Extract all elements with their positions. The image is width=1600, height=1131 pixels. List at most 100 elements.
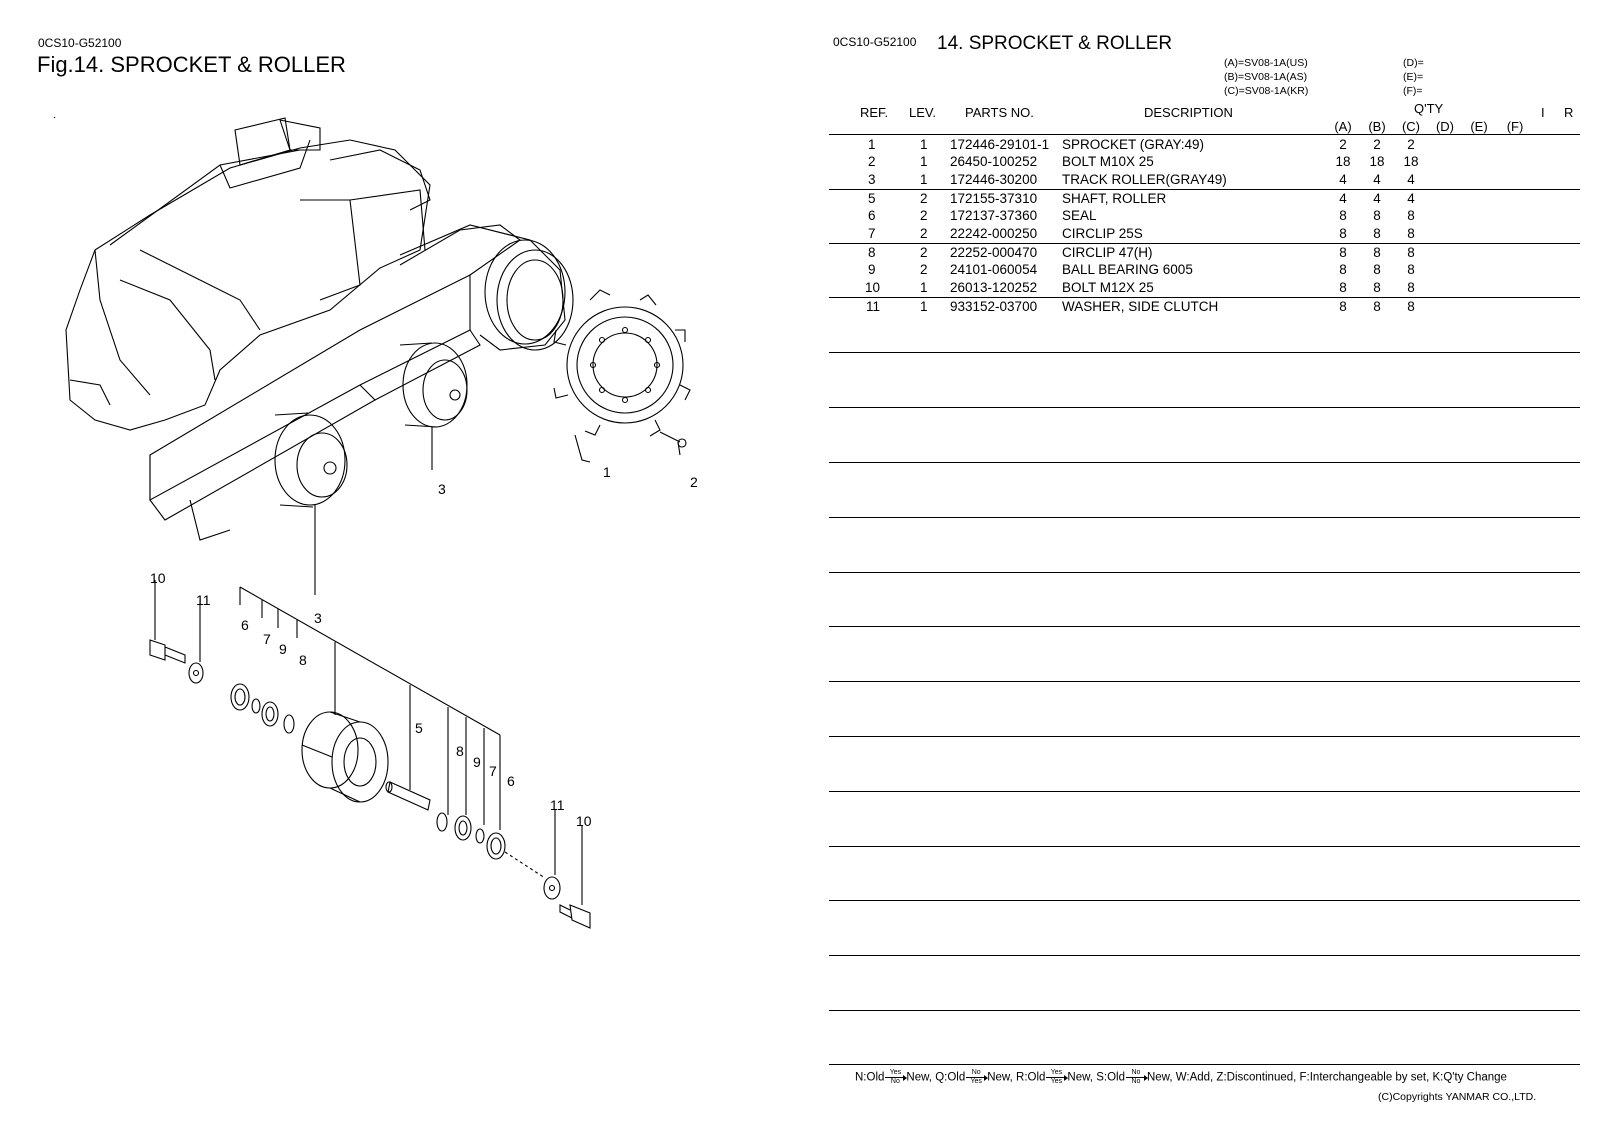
- cell-lev: 1: [920, 280, 928, 295]
- cell-description: SPROCKET (GRAY:49): [1062, 137, 1205, 152]
- track-roller-upper: [399, 342, 468, 428]
- section-title: 14. SPROCKET & ROLLER: [937, 33, 1173, 54]
- cell-qty-b: 2: [1373, 137, 1381, 152]
- header-qty-f: (F): [1506, 119, 1524, 134]
- cell-qty-b: 8: [1373, 280, 1381, 295]
- callout-3b: 3: [314, 610, 322, 626]
- cell-qty-c: 4: [1407, 191, 1415, 206]
- cell-ref: 1: [868, 137, 876, 152]
- cell-part-no: 172137-37360: [950, 208, 1038, 223]
- cell-qty-a: 8: [1339, 262, 1347, 277]
- cell-lev: 2: [920, 191, 928, 206]
- exploded-shaft: [385, 781, 431, 811]
- cell-description: CIRCLIP 47(H): [1062, 245, 1153, 260]
- cell-qty-c: 8: [1407, 280, 1415, 295]
- leaders-10-11-right: [554, 810, 583, 905]
- exploded-bolt-left: [149, 639, 186, 664]
- header-qty-e: (E): [1470, 119, 1488, 134]
- cell-description: BOLT M12X 25: [1062, 280, 1154, 295]
- cell-qty-a: 8: [1339, 280, 1347, 295]
- cell-qty-c: 8: [1407, 245, 1415, 260]
- cell-qty-b: 8: [1373, 299, 1381, 314]
- cell-qty-c: 4: [1407, 172, 1415, 187]
- blank-rule: [829, 1010, 1580, 1011]
- leader-2: [677, 441, 681, 456]
- cell-qty-a: 8: [1339, 226, 1347, 241]
- cell-qty-a: 4: [1339, 172, 1347, 187]
- model-c: (C)=SV08-1A(KR): [1224, 85, 1309, 97]
- exploded-bearing-left: [261, 701, 279, 727]
- callout-11a: 11: [196, 592, 211, 608]
- cell-ref: 10: [865, 280, 881, 295]
- blank-rule: [829, 626, 1580, 627]
- track-roller-lower: [274, 412, 348, 508]
- cell-lev: 2: [920, 245, 928, 260]
- model-f: (F)=: [1403, 85, 1423, 97]
- cell-part-no: 22252-000470: [950, 245, 1038, 260]
- cell-description: WASHER, SIDE CLUTCH: [1062, 299, 1219, 314]
- blank-rule: [829, 736, 1580, 737]
- cell-part-no: 22242-000250: [950, 226, 1038, 241]
- cell-lev: 1: [920, 172, 928, 187]
- callout-3a: 3: [438, 481, 446, 497]
- header-qty: Q'TY: [1414, 101, 1444, 116]
- exploded-bearing-right: [454, 815, 472, 841]
- cell-qty-b: 4: [1373, 191, 1381, 206]
- callout-7a: 7: [263, 631, 271, 647]
- cell-ref: 8: [868, 245, 876, 260]
- exploded-seal-right: [486, 832, 506, 860]
- callout-6b: 6: [507, 773, 515, 789]
- cell-lev: 2: [920, 262, 928, 277]
- right-page-code: 0CS10-G52100: [833, 35, 917, 49]
- group-rule: [829, 189, 1580, 190]
- sprocket-bolt: [659, 431, 687, 448]
- cell-qty-a: 8: [1339, 299, 1347, 314]
- exploded-parts-diagram: [53, 116, 691, 929]
- cell-part-no: 26013-120252: [950, 280, 1038, 295]
- header-qty-b: (B): [1368, 119, 1386, 134]
- callout-7b: 7: [489, 763, 497, 779]
- left-page-code: 0CS10-G52100: [38, 36, 122, 50]
- blank-rule: [829, 846, 1580, 847]
- blank-rule: [829, 407, 1580, 408]
- exploded-washer-right: [543, 876, 561, 900]
- copyright: (C)Copyrights YANMAR CO.,LTD.: [1378, 1091, 1537, 1103]
- callout-10b: 10: [576, 813, 592, 829]
- cell-qty-b: 8: [1373, 262, 1381, 277]
- cell-qty-c: 8: [1407, 299, 1415, 314]
- cell-description: BALL BEARING 6005: [1062, 262, 1193, 277]
- drive-motor: [399, 224, 574, 351]
- blank-rule: [829, 791, 1580, 792]
- callout-6a: 6: [241, 617, 249, 633]
- group-rule: [829, 297, 1580, 298]
- cell-qty-c: 8: [1407, 208, 1415, 223]
- blank-rule: [829, 900, 1580, 901]
- cell-part-no: 172446-29101-1: [950, 137, 1050, 152]
- exploded-circlip47-left: [283, 714, 295, 734]
- exploded-roller: [301, 711, 389, 803]
- cell-ref: 3: [868, 172, 876, 187]
- cell-lev: 1: [920, 137, 928, 152]
- exploded-bolt-right: [559, 904, 591, 929]
- sprocket: [553, 289, 691, 437]
- cell-qty-b: 8: [1373, 245, 1381, 260]
- callout-9a: 9: [279, 641, 287, 657]
- cell-qty-c: 8: [1407, 262, 1415, 277]
- callout-9b: 9: [473, 754, 481, 770]
- leader-1: [574, 434, 591, 463]
- cell-ref: 6: [868, 208, 876, 223]
- callout-8a: 8: [299, 652, 307, 668]
- cell-qty-b: 4: [1373, 172, 1381, 187]
- cell-part-no: 172155-37310: [950, 191, 1038, 206]
- cell-qty-a: 2: [1339, 137, 1347, 152]
- cell-description: CIRCLIP 25S: [1062, 226, 1143, 241]
- cell-lev: 2: [920, 226, 928, 241]
- cell-qty-a: 18: [1335, 154, 1351, 169]
- cell-part-no: 26450-100252: [950, 154, 1038, 169]
- exploded-circlip25-right: [475, 828, 485, 844]
- cell-qty-b: 18: [1369, 154, 1385, 169]
- callout-2: 2: [690, 474, 698, 490]
